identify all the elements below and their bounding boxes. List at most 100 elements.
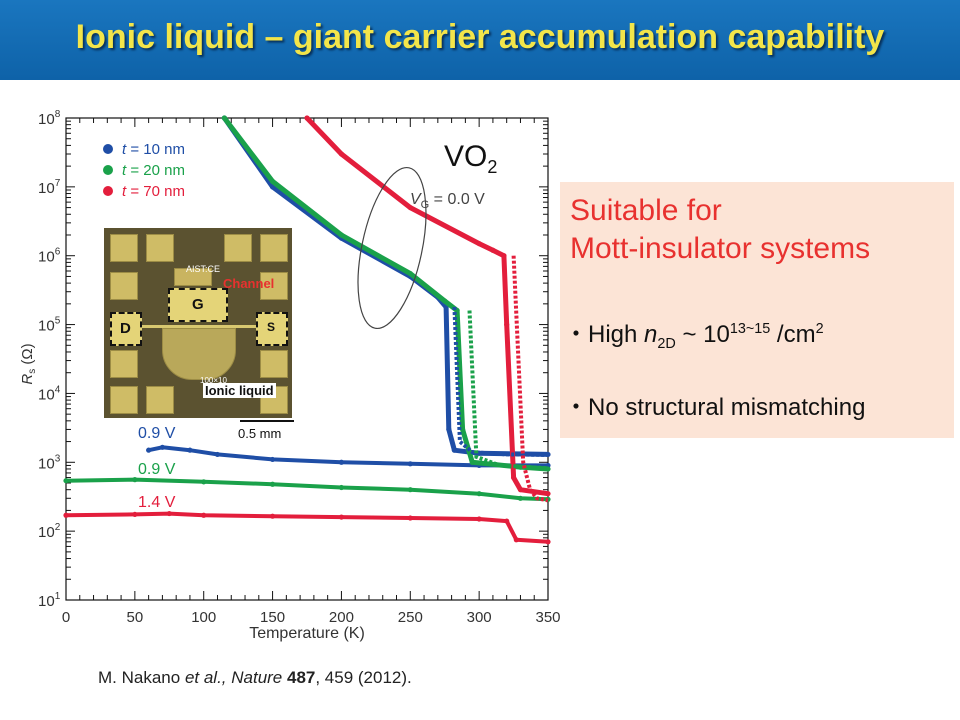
- data-point: [517, 495, 524, 501]
- data-point: [476, 516, 482, 522]
- data-point: [490, 247, 496, 253]
- tick-marks: [65, 117, 549, 601]
- gate-pad: G: [168, 288, 228, 322]
- x-tick-label: 350: [535, 609, 560, 626]
- data-point: [201, 479, 207, 485]
- data-point: [476, 240, 482, 247]
- hysteresis-ellipse: [357, 166, 427, 330]
- contact-pad: [110, 350, 138, 378]
- data-point: [407, 461, 413, 467]
- contact-pad: [110, 386, 138, 414]
- x-tick-label: 300: [467, 609, 492, 626]
- y-tick-label: 107: [38, 178, 61, 197]
- inset-aist-label: AIST:CE: [186, 264, 221, 274]
- title-bar: Ionic liquid – giant carrier accumulatio…: [0, 0, 960, 80]
- contact-pad: [260, 350, 288, 378]
- channel-line: [136, 325, 260, 328]
- vg-zero-annotation: VG = 0.0 V: [410, 191, 485, 211]
- inset-size-label: 100×10: [200, 376, 227, 385]
- data-point: [407, 515, 413, 521]
- data-point: [545, 491, 551, 497]
- x-axis-label: Temperature (K): [249, 625, 365, 642]
- x-tick-label: 250: [398, 609, 423, 626]
- legend-marker: [103, 186, 113, 196]
- data-series: [63, 115, 551, 545]
- data-point: [476, 491, 482, 497]
- data-point: [159, 444, 165, 450]
- device-photo-inset: G D S AIST:CE Channel 100×10 Ionic liqui…: [104, 228, 292, 418]
- inset-channel-label: Channel: [223, 276, 275, 291]
- data-point: [407, 270, 413, 277]
- info-box-title: Suitable for Mott-insulator systems: [570, 194, 871, 265]
- data-point: [63, 478, 69, 484]
- data-point: [545, 539, 551, 545]
- top-electrode: [174, 268, 212, 286]
- data-point: [446, 426, 452, 433]
- series-curve-warming: [452, 306, 549, 457]
- data-point: [510, 474, 517, 481]
- y-tick-label: 101: [38, 591, 61, 610]
- x-tick-label: 150: [260, 609, 285, 626]
- legend-label: t = 70 nm: [122, 183, 185, 200]
- data-point: [545, 466, 551, 472]
- data-point: [338, 484, 345, 491]
- info-box: Suitable for Mott-insulator systems ・Hig…: [560, 182, 954, 438]
- bullet-carrier-density: ・High n2D ~ 1013~15 /cm2: [564, 321, 824, 352]
- legend-marker: [103, 165, 113, 175]
- data-point: [407, 487, 413, 493]
- contact-pad: [146, 234, 174, 262]
- data-point: [221, 115, 227, 121]
- gate-voltage-t70: 1.4 V: [138, 494, 176, 511]
- data-point: [501, 253, 507, 259]
- inset-ionic-liquid-label: Ionic liquid: [203, 383, 276, 398]
- contact-pad: [224, 234, 252, 262]
- scale-bar: [240, 420, 294, 422]
- data-point: [513, 537, 519, 543]
- data-point: [146, 447, 152, 453]
- contact-pad: [146, 386, 174, 414]
- contact-pad: [110, 272, 138, 300]
- legend-label: t = 10 nm: [122, 141, 185, 158]
- y-axis-label: Rs (Ω): [19, 343, 38, 384]
- data-point: [132, 511, 138, 518]
- slide-title: Ionic liquid – giant carrier accumulatio…: [75, 18, 885, 56]
- data-point: [442, 298, 448, 304]
- data-point: [407, 204, 413, 211]
- series-curve-vg0: [305, 116, 549, 497]
- data-point: [451, 447, 457, 453]
- y-tick-label: 108: [38, 109, 61, 128]
- data-point: [269, 513, 276, 519]
- y-tick-label: 102: [38, 522, 61, 541]
- source-pad: S: [256, 312, 288, 346]
- contact-pad: [260, 272, 288, 300]
- gate-voltage-t20: 0.9 V: [138, 461, 176, 478]
- drain-pad: D: [110, 312, 142, 346]
- material-label: VO2: [444, 140, 498, 177]
- data-point: [63, 512, 69, 518]
- legend-marker: [103, 144, 113, 154]
- data-point: [269, 456, 276, 463]
- data-point: [214, 451, 221, 458]
- data-point: [504, 321, 510, 328]
- contact-pad: [110, 234, 138, 262]
- data-point: [338, 232, 345, 238]
- gate-voltage-t10: 0.9 V: [138, 425, 176, 442]
- data-point: [269, 178, 276, 185]
- data-point: [338, 459, 345, 465]
- data-point: [517, 487, 524, 493]
- ionic-liquid-drop: [162, 328, 236, 380]
- x-tick-label: 100: [191, 609, 216, 626]
- x-tick-label: 0: [62, 609, 70, 626]
- data-point: [469, 459, 475, 465]
- data-point: [504, 518, 510, 524]
- bullet-structural-mismatch: ・No structural mismatching: [564, 394, 866, 421]
- y-tick-label: 106: [38, 247, 61, 266]
- series-curve-warming: [511, 255, 549, 503]
- y-tick-label: 105: [38, 316, 61, 335]
- data-point: [269, 481, 276, 487]
- data-point: [201, 512, 207, 518]
- data-point: [304, 115, 310, 121]
- data-point: [132, 477, 138, 483]
